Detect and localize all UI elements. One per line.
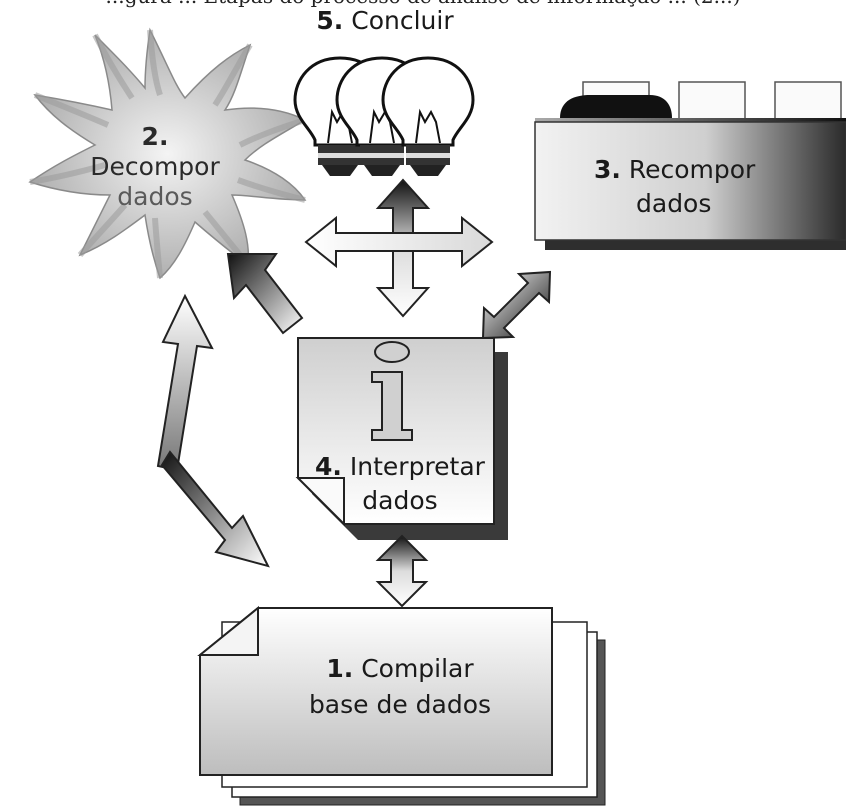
step-2-number: 2. bbox=[141, 122, 169, 151]
step-4-line1: Interpretar bbox=[349, 452, 485, 481]
step-4-number: 4. bbox=[315, 452, 342, 481]
lightbulbs-icon bbox=[293, 56, 475, 176]
figure-caption: ...gura ... Etapas do processo de anális… bbox=[0, 0, 846, 8]
step-4-label: 4. Interpretar dados bbox=[300, 452, 500, 516]
step-2-line1: Decompor bbox=[90, 152, 220, 181]
step-3-label: 3. Recompor dados bbox=[594, 155, 755, 219]
step-4-line2: dados bbox=[362, 486, 438, 515]
folder-tray-icon bbox=[534, 81, 846, 250]
double-arrow-to-recompor bbox=[481, 270, 552, 340]
step-1-number: 1. bbox=[326, 654, 354, 683]
step-2-line2: dados bbox=[117, 182, 193, 211]
step-1-line1: Compilar bbox=[361, 654, 474, 683]
step-3-line1: Recompor bbox=[628, 155, 756, 184]
double-arrow-horizontal bbox=[304, 215, 494, 269]
starburst-icon bbox=[28, 27, 307, 280]
step-2-label: 2. Decompor dados bbox=[80, 122, 230, 212]
info-page-icon bbox=[295, 337, 508, 540]
step-3-number: 3. bbox=[594, 155, 621, 184]
step-3-line2: dados bbox=[636, 189, 712, 218]
arrow-to-compilar bbox=[160, 450, 270, 568]
step-1-line2: base de dados bbox=[308, 690, 492, 719]
document-stack-icon bbox=[197, 605, 606, 806]
step-1-label: 1. Compilar base de dados bbox=[300, 654, 500, 720]
step-5-label: 5. Concluir bbox=[300, 6, 470, 36]
step-5-number: 5. bbox=[316, 6, 344, 35]
arrow-compilar-to-decompor bbox=[156, 293, 214, 472]
double-arrow-vertical-bottom bbox=[375, 534, 429, 608]
step-5-text: Concluir bbox=[351, 6, 454, 35]
arrow-to-decompor bbox=[226, 253, 304, 335]
